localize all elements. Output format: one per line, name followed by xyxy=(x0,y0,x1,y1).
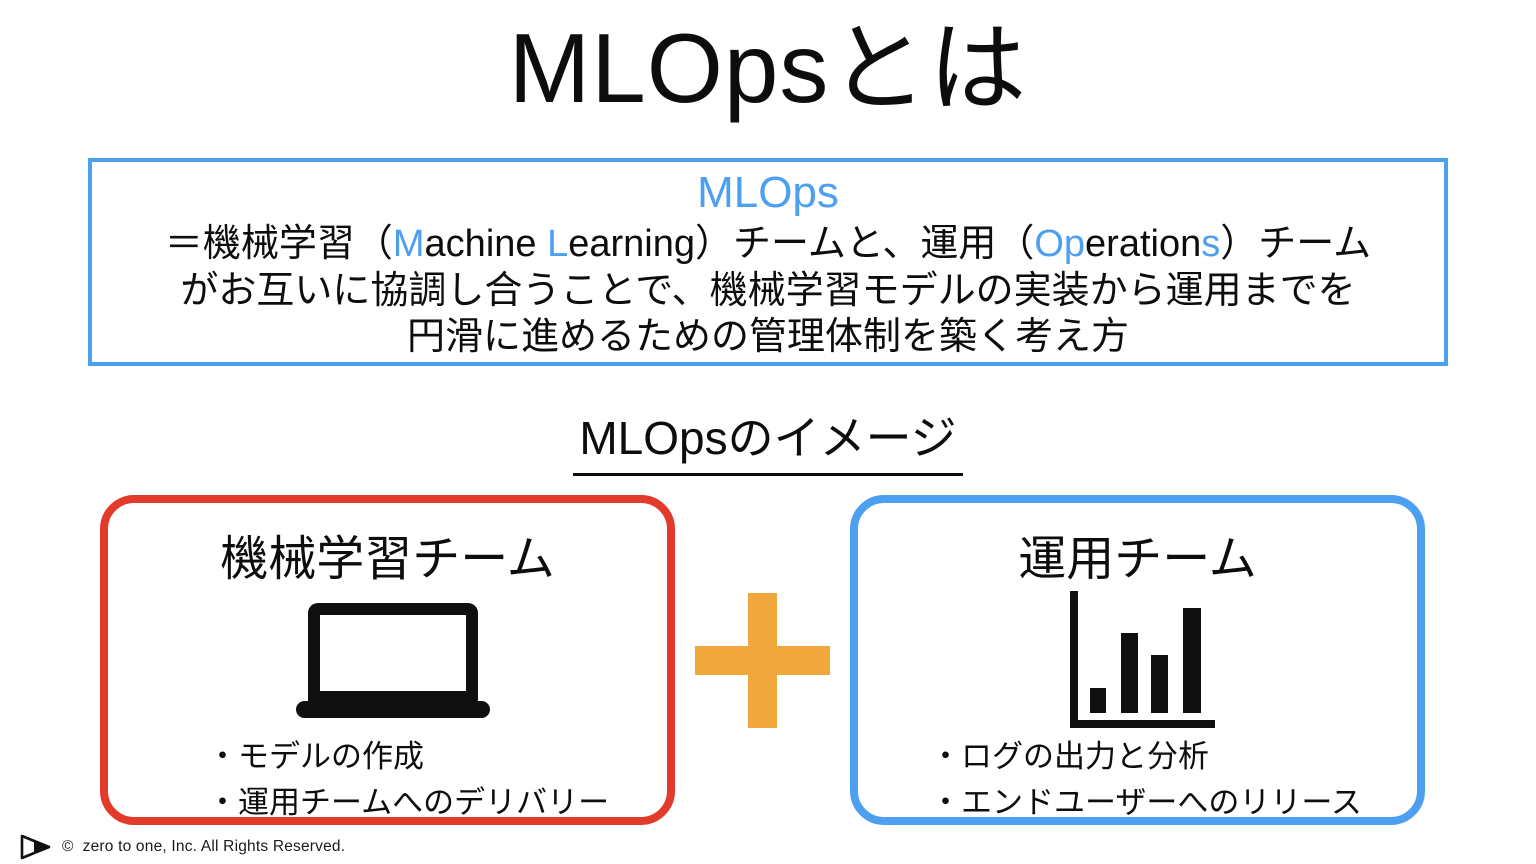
ops-team-bullet-1: ・ログの出力と分析 xyxy=(930,739,1209,774)
ops-team-bullet-2: ・エンドユーザーへのリリース xyxy=(930,785,1362,820)
ml-team-box: 機械学習チーム ・モデルの作成 ・運用チームへのデリバリー xyxy=(100,495,675,825)
bar-chart-icon xyxy=(1070,591,1215,728)
page-title: MLOpsとは xyxy=(508,13,1028,123)
laptop-base xyxy=(296,701,490,718)
copyright-text: © zero to one, Inc. All Rights Reserved. xyxy=(62,838,346,855)
definition-box: MLOps ＝機械学習（Machine Learning）チームと、運用（Ope… xyxy=(88,158,1448,366)
ops-team-box: 運用チーム ・ログの出力と分析 ・エンドユーザーへのリリース xyxy=(850,495,1425,825)
footer: © zero to one, Inc. All Rights Reserved. xyxy=(20,834,345,860)
ops-team-title: 運用チーム xyxy=(1018,533,1257,586)
definition-line-3: 円滑に進めるための管理体制を築く考え方 xyxy=(406,316,1129,359)
definition-line-1: ＝機械学習（Machine Learning）チームと、運用（Operation… xyxy=(164,222,1372,265)
definition-text: ＝機械学習（Machine Learning）チームと、運用（Operation… xyxy=(92,221,1444,362)
ml-team-bullet-2: ・運用チームへのデリバリー xyxy=(207,785,610,820)
definition-line-2: がお互いに協調し合うことで、機械学習モデルの実装から運用までを xyxy=(180,269,1356,312)
ml-team-title: 機械学習チーム xyxy=(220,533,555,586)
image-section-heading: MLOpsのイメージ xyxy=(573,402,963,476)
image-section: MLOpsのイメージ xyxy=(0,402,1536,476)
laptop-icon xyxy=(296,603,490,720)
zero-to-one-logo xyxy=(20,834,51,860)
laptop-screen xyxy=(308,603,478,703)
ml-team-bullet-1: ・モデルの作成 xyxy=(207,739,424,774)
definition-heading: MLOps xyxy=(697,168,839,217)
plus-icon xyxy=(695,593,830,728)
